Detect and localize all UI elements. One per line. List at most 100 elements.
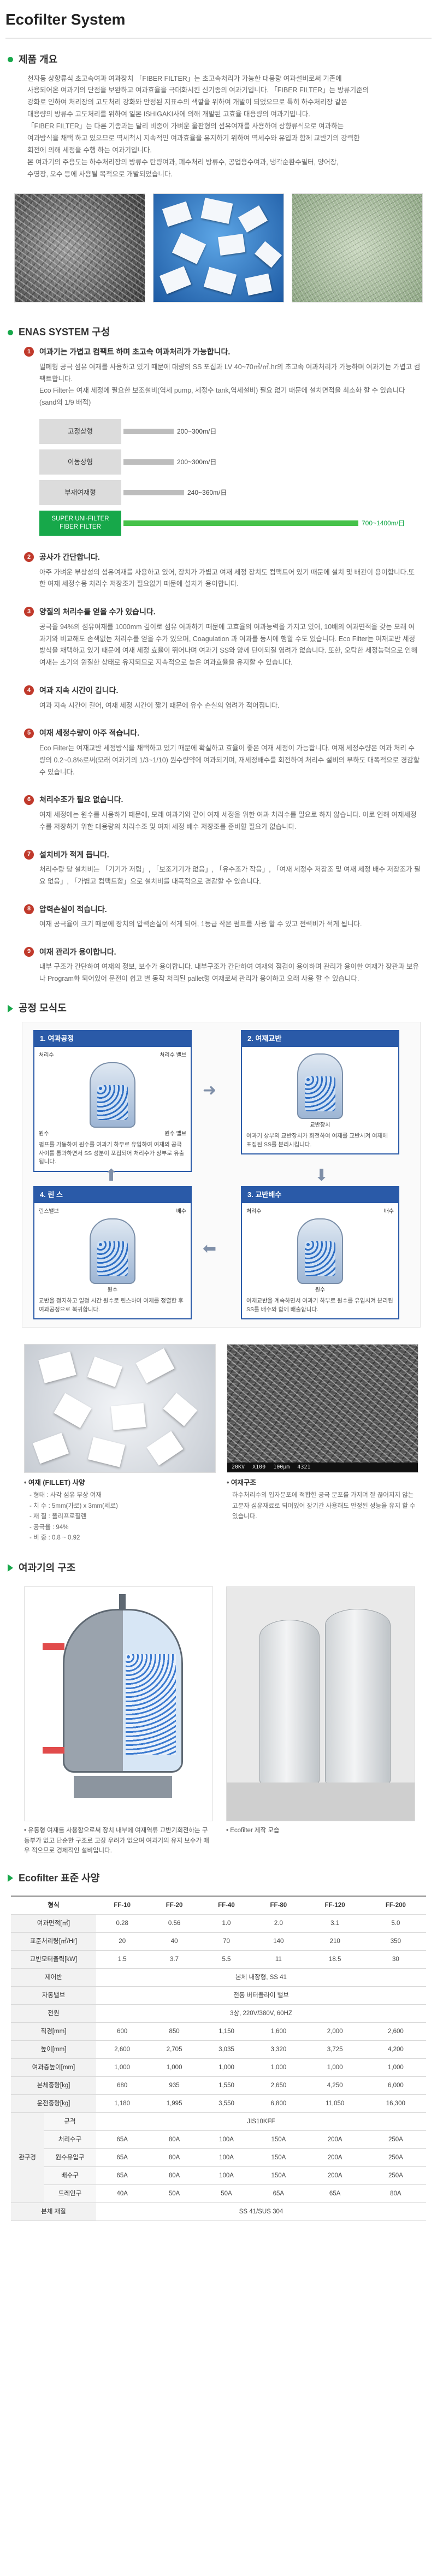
spec-cell: 2.0 bbox=[252, 1914, 305, 1933]
feature-title: 여재 관리가 용이합니다. bbox=[39, 948, 116, 957]
feature-title: 여재 세정수량이 아주 적습니다. bbox=[39, 729, 139, 738]
spec-cell: 1,600 bbox=[252, 2022, 305, 2041]
spec-cell: 200A bbox=[304, 2166, 365, 2185]
spec-row-label: 교반모터출력[kW] bbox=[11, 1950, 96, 1969]
feature-title: 공사가 간단합니다. bbox=[39, 553, 100, 562]
enas-heading: ENAS SYSTEM 구성 bbox=[19, 327, 110, 338]
sem-scale: 100μm bbox=[273, 1464, 290, 1470]
spec-cell: 100A bbox=[200, 2130, 253, 2149]
green-arrow-icon bbox=[8, 1564, 13, 1572]
spec-cell-span: 3상, 220V/380V, 60HZ bbox=[96, 2004, 426, 2023]
comparison-value: 200~300m/日 bbox=[177, 458, 217, 466]
spec-line: - 재 질 : 폴리프로필렌 bbox=[29, 1513, 87, 1520]
spec-cell: 65A bbox=[252, 2184, 305, 2203]
spec-cell: 80A bbox=[148, 2166, 200, 2185]
spec-cell-span: JIS10KFF bbox=[96, 2112, 426, 2131]
pipe-label: 처리수 bbox=[246, 1208, 262, 1215]
feature-text: 처리수량 당 설치비는 「기기가 저렴」, 「보조기기가 없음」, 「유수조가 … bbox=[39, 866, 421, 885]
feature-text: Eco Filter는 여재 세정에 필요한 보조설비(역세 pump, 세정수… bbox=[39, 387, 405, 407]
spec-cell-span: 본체 내장형, SS 41 bbox=[96, 1968, 426, 1987]
sem-info-bar: 20KV X100 100μm 4321 bbox=[227, 1462, 418, 1472]
spec-cell: 600 bbox=[96, 2022, 149, 2041]
spec-row-label: 자동밸브 bbox=[11, 1986, 96, 2005]
pipe-label: 처리수 밸브 bbox=[160, 1052, 186, 1058]
fillet-spec-list: - 형태 : 사각 섬유 부상 여재 - 치 수 : 5mm(가로) x 3mm… bbox=[24, 1490, 216, 1544]
section-heading-process: 공정 모식도 bbox=[8, 1000, 432, 1016]
header-cell: FF-20 bbox=[148, 1896, 200, 1915]
fillet-media-image bbox=[24, 1343, 216, 1473]
spec-heading: Ecofilter 표준 사양 bbox=[19, 1872, 100, 1884]
spec-cell: 2,600 bbox=[365, 2022, 426, 2041]
process-heading: 공정 모식도 bbox=[19, 1003, 67, 1014]
sem-magnification: X100 bbox=[252, 1464, 266, 1470]
spec-row-label: 배수구 bbox=[44, 2166, 96, 2185]
spec-cell: 200A bbox=[304, 2148, 365, 2167]
spec-cell: 80A bbox=[148, 2130, 200, 2149]
comparison-label: 부재여재형 bbox=[39, 480, 121, 506]
spec-cell: 50A bbox=[148, 2184, 200, 2203]
pipe-label: 원수 bbox=[39, 1130, 49, 1137]
spec-cell: 1,000 bbox=[96, 2058, 149, 2077]
spec-cell: 150A bbox=[252, 2166, 305, 2185]
overview-line: 수영장, 오수 등에 사용될 목적으로 개발되었습니다. bbox=[27, 170, 173, 178]
number-badge: 8 bbox=[24, 904, 34, 914]
spec-cell: 1,000 bbox=[365, 2058, 426, 2077]
comparison-bar bbox=[123, 490, 184, 496]
spec-cell: 250A bbox=[365, 2148, 426, 2167]
number-badge: 2 bbox=[24, 552, 34, 562]
spec-header-row: 형식 FF-10 FF-20 FF-40 FF-80 FF-120 FF-200 bbox=[11, 1896, 426, 1915]
pipe-label: 원수 bbox=[315, 1287, 326, 1293]
spec-cell: 1.0 bbox=[200, 1914, 253, 1933]
spec-cell: 150A bbox=[252, 2130, 305, 2149]
spec-cell: 6,000 bbox=[365, 2076, 426, 2095]
spec-cell: 1,150 bbox=[200, 2022, 253, 2041]
spec-row-label: 드레인구 bbox=[44, 2184, 96, 2203]
spec-cell: 3,035 bbox=[200, 2040, 253, 2059]
feature-text: 공극율 94%의 섬유여재를 1000mm 깊이로 섬유 여과하기 때문에 고효… bbox=[39, 623, 418, 667]
arrow-left-icon: ⬅ bbox=[203, 1239, 217, 1258]
number-badge: 5 bbox=[24, 728, 34, 738]
number-badge: 3 bbox=[24, 607, 34, 617]
spec-cell: 80A bbox=[365, 2184, 426, 2203]
pipe-label: 원수 bbox=[107, 1287, 118, 1293]
spec-cell: 1,180 bbox=[96, 2094, 149, 2113]
overview-photos bbox=[5, 180, 432, 319]
spec-line: - 치 수 : 5mm(가로) x 3mm(세로) bbox=[29, 1502, 118, 1509]
media-structure-title: 여재구조 bbox=[227, 1477, 418, 1488]
filter-tank-icon bbox=[297, 1218, 343, 1284]
spec-cell: 40 bbox=[148, 1932, 200, 1951]
feature-text: 아주 가벼운 부상성의 섬유여재를 사용하고 있어, 장치가 가볍고 여재 세정… bbox=[39, 568, 415, 588]
spec-cell: 16,300 bbox=[365, 2094, 426, 2113]
feature-text: 밀폐형 공극 섬유 여재를 사용하고 있기 때문에 대량의 SS 포집과 LV … bbox=[39, 363, 421, 383]
spec-table-wrap: 형식 FF-10 FF-20 FF-40 FF-80 FF-120 FF-200… bbox=[5, 1891, 432, 2221]
pipe-label: 배수 bbox=[383, 1208, 394, 1215]
spec-row-label: 본체중량[kg] bbox=[11, 2076, 96, 2095]
filter-tank-icon bbox=[297, 1053, 343, 1119]
spec-cell: 1,000 bbox=[252, 2058, 305, 2077]
spec-cell: 4,200 bbox=[365, 2040, 426, 2059]
spec-cell: 4,250 bbox=[304, 2076, 365, 2095]
spec-cell: 2,650 bbox=[252, 2076, 305, 2095]
spec-row-label: 표준처리량[㎥/Hr] bbox=[11, 1932, 96, 1951]
number-badge: 9 bbox=[24, 947, 34, 957]
sem-code: 4321 bbox=[297, 1464, 311, 1470]
spec-cell: 65A bbox=[96, 2148, 149, 2167]
spec-cell: 40A bbox=[96, 2184, 149, 2203]
feature-title: 처리수조가 필요 없습니다. bbox=[39, 795, 123, 804]
spec-cell: 3.7 bbox=[148, 1950, 200, 1969]
spec-cell: 65A bbox=[96, 2130, 149, 2149]
spec-cell: 11,050 bbox=[304, 2094, 365, 2113]
structure-section: 유동형 여재를 사용함으로써 장치 내부에 여재역류 교반기회전하는 구동부가 … bbox=[5, 1581, 432, 1856]
arrow-right-icon: ➜ bbox=[203, 1081, 217, 1099]
overview-line: 천자동 상향류식 초고속여과 여과장치 「FIBER FILTER」는 초고속처… bbox=[27, 74, 342, 82]
